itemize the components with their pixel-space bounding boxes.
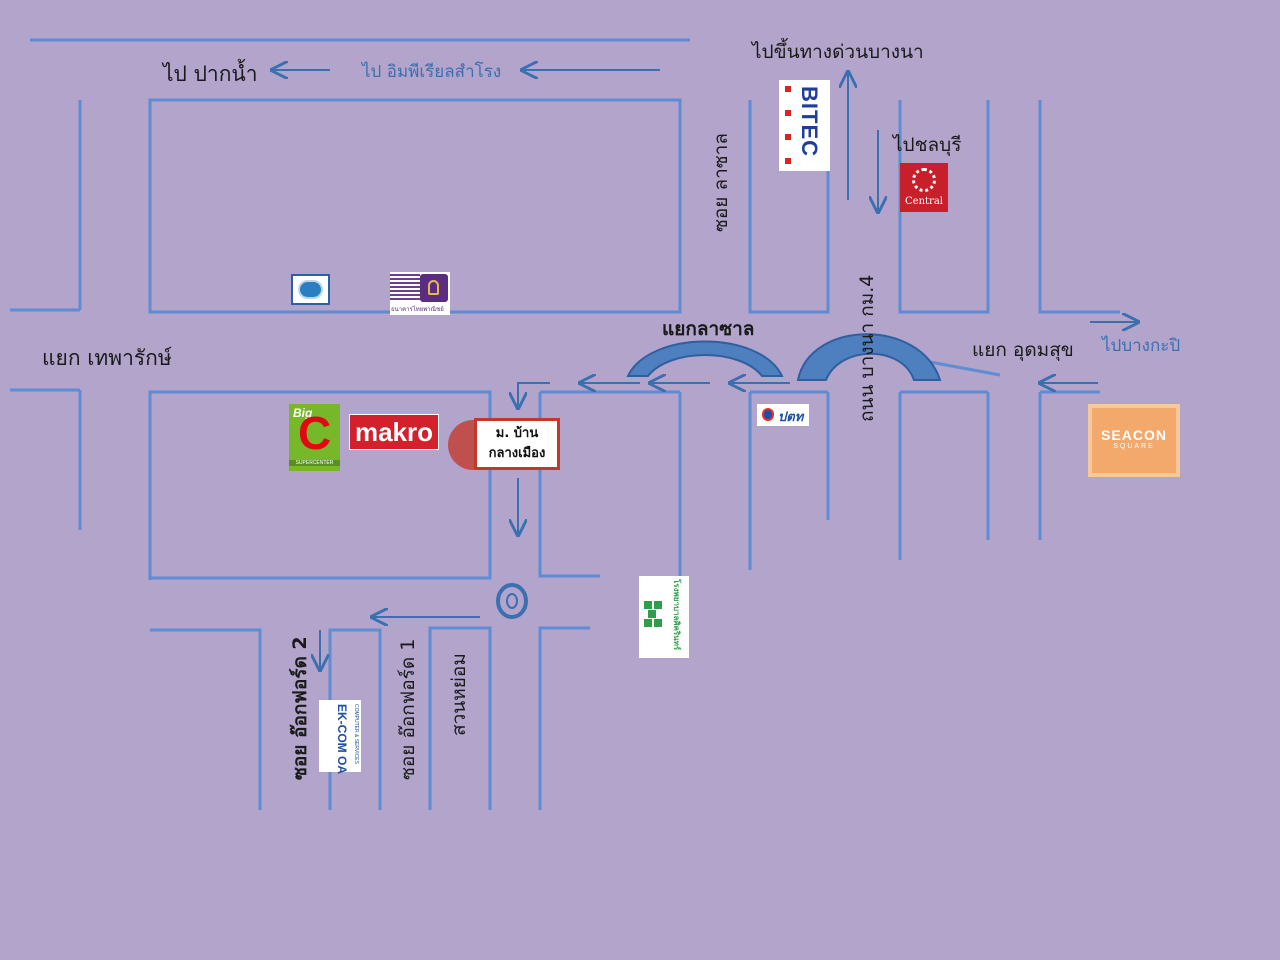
central-wordmark: Central — [905, 196, 943, 207]
scb-logo: ธนาคารไทยพาณิชย์ — [390, 272, 450, 315]
ekcom-logo: EK-COM OA COMPUTER & SERVICES — [319, 700, 361, 774]
central-emblem-icon — [912, 168, 936, 192]
bitec-logo: BITEC — [779, 80, 830, 171]
roundabout — [496, 583, 528, 619]
label-udomsuk-intersection: แยก อุดมสุข — [972, 339, 1074, 361]
hospital-logo: โรงพยาบาลศิครินทร์ — [639, 576, 689, 658]
hospital-cross-square-2 — [654, 601, 662, 609]
ptt-wordmark: ปตท — [778, 409, 804, 424]
direction-arrows — [272, 70, 1138, 670]
scb-shell-icon — [428, 280, 439, 295]
scb-emblem-icon — [420, 274, 448, 302]
makro-wordmark: makro — [354, 417, 434, 447]
label-to-chonburi: ไปชลบุรี — [893, 134, 962, 156]
road-lines — [10, 38, 1120, 810]
label-to-bang-kapi: ไปบางกะปิ — [1102, 336, 1181, 356]
overpass-bangna — [796, 333, 942, 381]
scb-caption: ธนาคารไทยพาณิชย์ — [391, 307, 444, 313]
destination-line2: กลางเมือง — [488, 446, 546, 461]
hospital-cross-square-4 — [644, 619, 652, 627]
seacon-square-logo: SEACON SQUARE — [1088, 404, 1180, 477]
label-soi-lasalle: ซอย ลาซาล — [710, 133, 732, 232]
hospital-cross-square-5 — [654, 619, 662, 627]
destination-box: ม. บ้าน กลางเมือง — [474, 418, 560, 470]
bitec-red-square-2 — [785, 110, 791, 116]
bigc-logo: Big C SUPERCENTER — [289, 404, 340, 471]
label-suan-nong-om: สวนหย่อม — [448, 653, 470, 736]
scb-stripes — [390, 274, 420, 302]
label-soi-ekkaphan-2: ซอย อ๊อกฟอร์ด 2 — [289, 636, 311, 780]
hospital-cross-square-3 — [648, 610, 656, 618]
bigc-top-label: Big — [293, 406, 313, 420]
label-soi-ekkaphan-1: ซอย อ๊อกฟอร์ด 1 — [397, 638, 419, 780]
bank-blue-emblem-icon — [298, 280, 323, 299]
ptt-logo: ปตท — [757, 404, 809, 426]
label-theparak-intersection: แยก เทพารักษ์ — [42, 346, 172, 370]
bigc-sub-label: SUPERCENTER — [289, 460, 340, 466]
destination-line1: ม. บ้าน — [495, 426, 539, 441]
hospital-cross-square-1 — [644, 601, 652, 609]
bigc-letter: C — [298, 407, 332, 459]
label-to-pak-nam: ไป ปากน้ำ — [163, 62, 258, 86]
seacon-wordmark: SEACON — [1101, 427, 1167, 443]
bitec-wordmark: BITEC — [797, 86, 822, 157]
bitec-red-square-3 — [785, 134, 791, 140]
label-to-bangna-expressway: ไปขึ้นทางด่วนบางนา — [752, 41, 924, 63]
overpass-lasalle — [626, 340, 784, 377]
destination-marker[interactable]: ม. บ้าน กลางเมือง — [448, 418, 562, 472]
hospital-name: โรงพยาบาลศิครินทร์ — [672, 579, 681, 651]
ekcom-sub-label: COMPUTER & SERVICES — [353, 704, 359, 764]
label-lasalle-intersection: แยกลาซาล — [662, 318, 755, 340]
bank-blue-logo — [291, 274, 330, 305]
seacon-sub-label: SQUARE — [1113, 443, 1155, 450]
bitec-red-square-4 — [785, 158, 791, 164]
central-logo: Central — [900, 163, 948, 212]
label-bangna-road-km4: ถนน บางนา กม.4 — [856, 274, 878, 422]
label-to-imperial-samrong: ไป อิมพีเรียลสำโรง — [362, 62, 502, 82]
hospital-cross-icon — [644, 601, 664, 627]
makro-logo: makro — [349, 414, 439, 450]
ekcom-wordmark: EK-COM OA — [335, 704, 349, 774]
ptt-drop-icon — [762, 408, 774, 421]
bitec-red-square-1 — [785, 86, 791, 92]
